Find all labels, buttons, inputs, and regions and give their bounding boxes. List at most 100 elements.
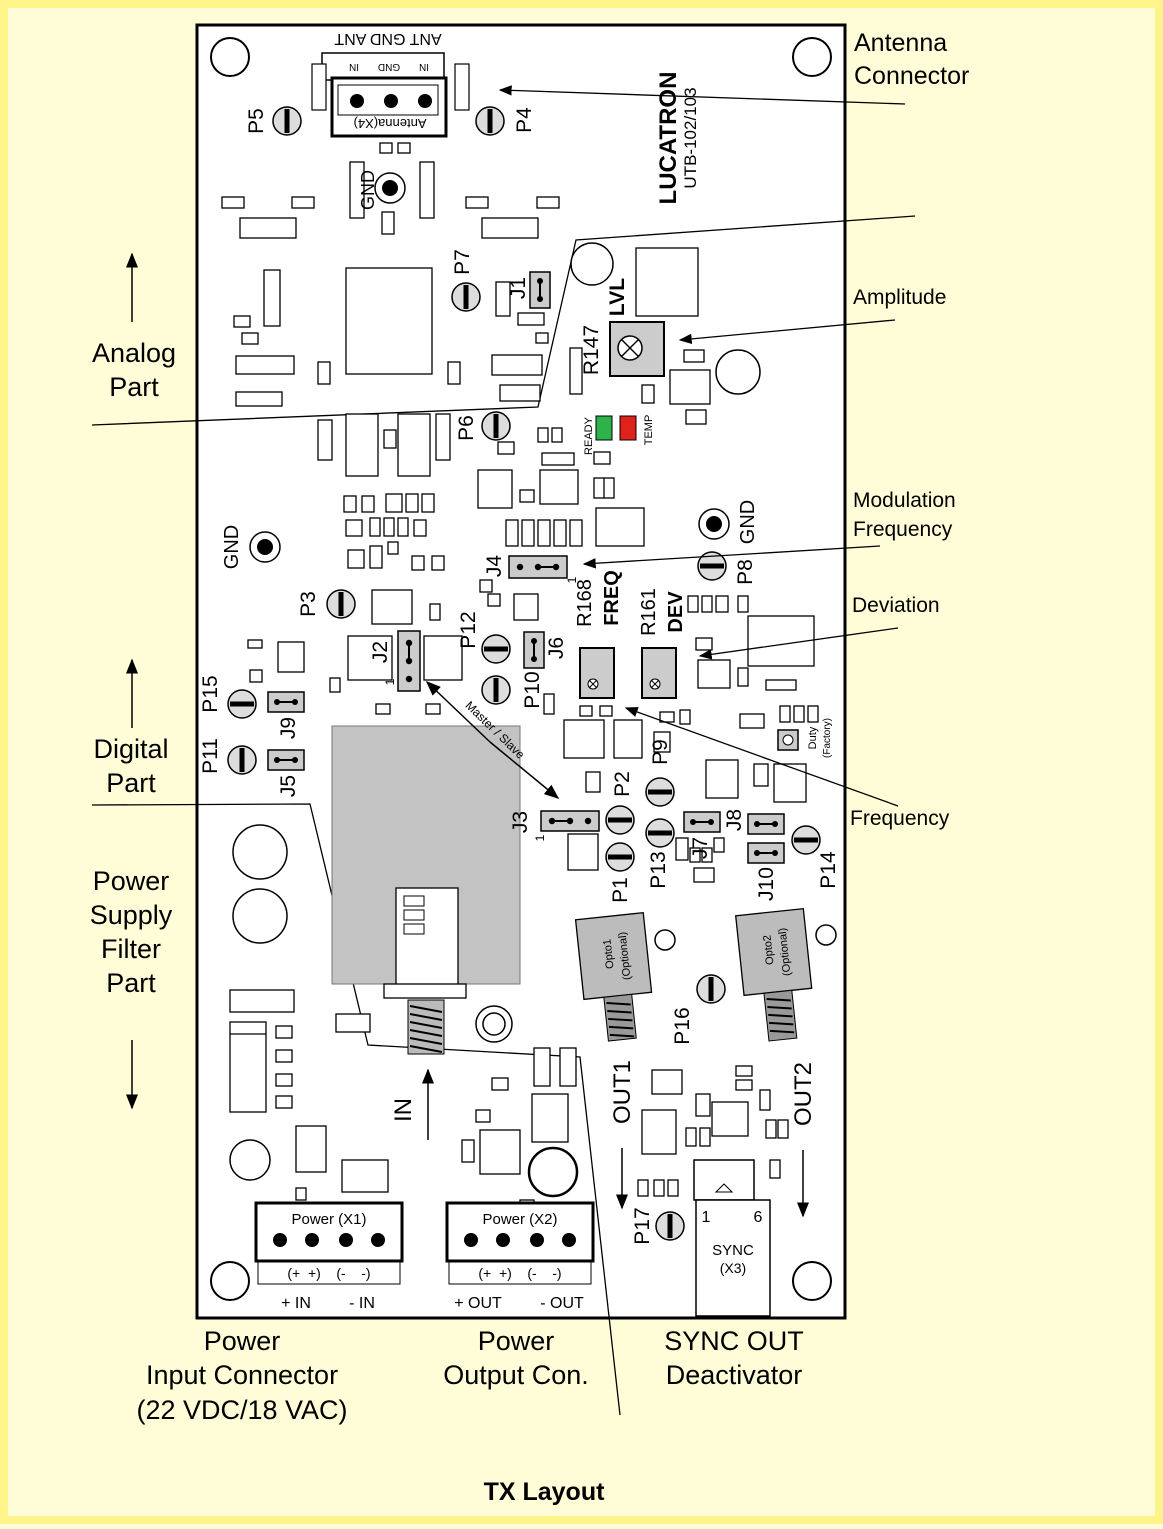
ant-connector-label: Antenna(X4)	[354, 116, 427, 131]
j3-pin1: 1	[533, 834, 547, 841]
trimmer-r168-freq	[579, 647, 615, 699]
opto2-label-1: Opto2	[761, 934, 776, 965]
j4-pin1: 1	[565, 576, 579, 583]
label-p14: P14	[817, 851, 840, 889]
in-spring-connector	[407, 999, 445, 1055]
plus-out-label: + OUT	[454, 1295, 502, 1312]
sync-x3-label-2: (X3)	[720, 1260, 746, 1276]
bottom-power-input-2: Input Connector	[146, 1360, 338, 1390]
callout-labels: Antenna Connector	[854, 29, 969, 90]
pot-p6	[481, 411, 511, 441]
section-dividers	[91, 215, 916, 1416]
bottom-power-input-1: Power	[204, 1326, 281, 1356]
opto2-module	[734, 907, 813, 1042]
callout-frequency: Frequency	[850, 807, 950, 830]
label-p5: P5	[245, 108, 268, 134]
label-p4: P4	[513, 107, 536, 133]
jumper-j6	[523, 631, 545, 669]
pot-p2	[605, 805, 635, 835]
label-p15: P15	[199, 675, 222, 712]
label-p13: P13	[647, 851, 670, 888]
power-connector-x1	[254, 1201, 404, 1285]
trimmer-r147-lvl	[609, 321, 665, 377]
bottom-labels: Power Input Connector (22 VDC/18 VAC) Po…	[136, 1326, 803, 1425]
pot-p3	[326, 589, 356, 619]
status-leds	[595, 415, 637, 441]
pot-p4	[475, 106, 505, 136]
power-connector-x2	[445, 1201, 595, 1285]
section-psf-1: Power	[93, 866, 170, 896]
sync-pin6: 6	[754, 1209, 763, 1226]
gnd-label-left: GND	[221, 525, 243, 569]
label-j1: J1	[507, 277, 530, 299]
round-components	[229, 242, 837, 1198]
sync-connector-x3	[693, 1159, 771, 1317]
trimmer-r161-dev	[641, 647, 677, 699]
power-x2-label: Power (X2)	[482, 1211, 557, 1228]
gnd-test-points	[249, 172, 730, 563]
designator-labels: P5 P4 P7 J1 P6 J4 P8 P3 P12 J6 J2 P10 P1…	[199, 107, 840, 1245]
pot-p12	[481, 634, 511, 664]
master-slave-arrow	[425, 680, 560, 799]
r168-label: R168	[574, 579, 596, 627]
model-label: UTB-102/103	[681, 87, 700, 188]
pot-p8	[697, 551, 727, 581]
section-digital-2: Part	[106, 768, 156, 798]
bottom-power-output-2: Output Con.	[443, 1360, 589, 1390]
callout-modfreq-1: Modulation	[853, 489, 956, 512]
bottom-sync-out-1: SYNC OUT	[664, 1326, 804, 1356]
section-digital-1: Digital	[93, 734, 168, 764]
trimmer-pots	[227, 106, 821, 1241]
label-j5: J5	[277, 775, 300, 797]
out1-label: OUT1	[609, 1060, 636, 1124]
label-p7: P7	[451, 249, 474, 275]
r161-label: R161	[638, 588, 660, 636]
jumper-j3	[540, 810, 600, 832]
ant-in-label-1: IN	[349, 61, 359, 72]
bottom-power-output-1: Power	[478, 1326, 555, 1356]
label-p8: P8	[734, 559, 757, 585]
mounting-holes	[210, 37, 832, 1301]
jumper-j8	[747, 813, 785, 835]
section-psf-4: Part	[106, 968, 156, 998]
callout-deviation: Deviation	[852, 594, 940, 617]
smd-components	[221, 142, 819, 1213]
pot-p9	[645, 777, 675, 807]
callout-arrows	[498, 85, 906, 807]
jumper-j1	[529, 271, 551, 309]
pot-p11	[227, 745, 257, 775]
pot-p16	[696, 974, 726, 1004]
jumper-j7	[683, 811, 721, 833]
callout-labels-small: Amplitude Modulation Frequency Deviation…	[850, 286, 956, 830]
pot-p7	[451, 282, 481, 312]
bottom-sync-out-2: Deactivator	[666, 1360, 803, 1390]
label-p16: P16	[671, 1007, 694, 1044]
jumper-j2	[397, 630, 421, 692]
label-j4: J4	[483, 555, 506, 578]
antenna-connector-x4	[311, 52, 470, 138]
sync-x3-label-1: SYNC	[712, 1242, 754, 1259]
label-p9: P9	[649, 739, 672, 765]
signal-arrows	[422, 1068, 809, 1218]
pot-p13	[645, 818, 675, 848]
digital-module	[331, 725, 521, 999]
lvl-label: LVL	[606, 278, 629, 316]
jumpers	[267, 271, 785, 864]
freq-label: FREQ	[601, 570, 623, 626]
pot-p15	[227, 689, 257, 719]
label-j6: J6	[545, 637, 568, 659]
duty-trimmer	[777, 729, 799, 751]
ant-gnd-label: GND	[378, 61, 400, 72]
label-p2: P2	[611, 771, 634, 797]
section-psf-3: Filter	[101, 934, 161, 964]
x2-polarity: (+ +) (- -)	[478, 1265, 561, 1281]
label-p12: P12	[457, 611, 480, 648]
dev-label: DEV	[665, 591, 687, 633]
opto1-label-2: (Optional)	[617, 931, 634, 980]
callout-amplitude: Amplitude	[853, 286, 946, 309]
callout-antenna-1: Antenna	[854, 29, 947, 57]
pot-p17	[655, 1211, 685, 1241]
r147-label: R147	[580, 325, 603, 375]
